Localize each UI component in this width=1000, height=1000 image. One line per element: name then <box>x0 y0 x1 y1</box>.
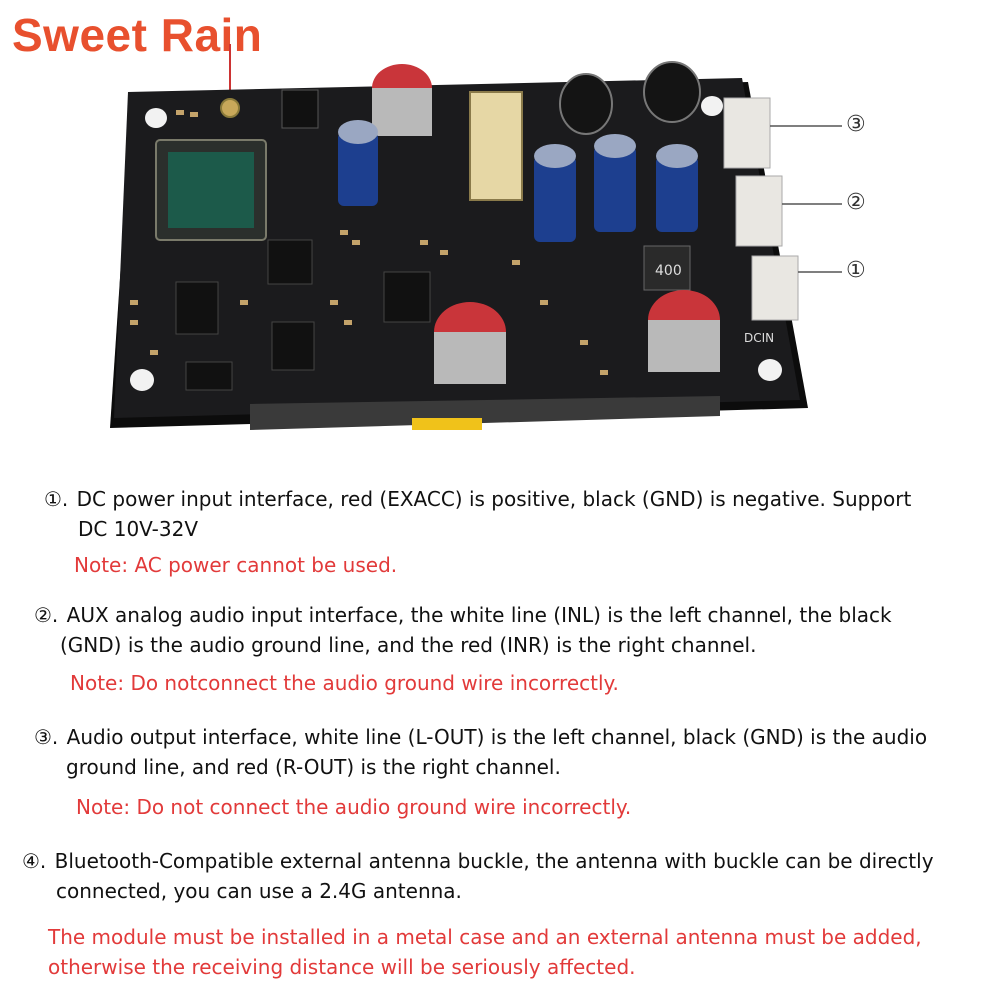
capacitor-blue <box>338 132 378 206</box>
item-text-line2: (GND) is the audio ground line, and the … <box>60 633 757 657</box>
capacitor-blue <box>656 156 698 232</box>
ic-chip <box>185 361 233 391</box>
item-number: ④. <box>22 849 47 873</box>
mount-hole <box>145 108 167 128</box>
item-text-line1: AUX analog audio input interface, the wh… <box>66 603 892 627</box>
item-audio-output: ③. Audio output interface, white line (L… <box>34 722 1000 782</box>
item-number: ①. <box>44 487 69 511</box>
pcb-bottom-tab <box>412 418 482 430</box>
product-photo: 400 DCIN <box>0 0 1000 470</box>
brand-title: Sweet Rain <box>12 9 263 61</box>
item-text-line1: Audio output interface, white line (L-OU… <box>66 725 928 749</box>
item-text-line1: DC power input interface, red (EXACC) is… <box>76 487 912 511</box>
item-dc-power: ①. DC power input interface, red (EXACC)… <box>44 484 994 544</box>
capacitor-blue-top <box>656 144 698 168</box>
connector-audio-out <box>723 97 771 169</box>
inductor <box>643 245 691 291</box>
item-text-line1: Bluetooth-Compatible external antenna bu… <box>54 849 934 873</box>
ic-chip <box>175 281 219 335</box>
capacitor-red-body <box>648 320 720 372</box>
final-note: The module must be installed in a metal … <box>48 922 998 982</box>
dcin-label: DCIN <box>744 331 774 345</box>
ic-chip <box>271 321 315 371</box>
item-text-line2: connected, you can use a 2.4G antenna. <box>56 879 462 903</box>
connector-aux-in <box>735 175 783 247</box>
final-note-line2: otherwise the receiving distance will be… <box>48 955 636 979</box>
pcb-illustration: 400 DCIN <box>110 44 842 430</box>
pcb-bottom-strip <box>250 396 720 430</box>
item-text-line2: DC 10V-32V <box>78 517 199 541</box>
inductor-label: 400 <box>655 263 682 279</box>
item-number: ③. <box>34 725 59 749</box>
item-aux-input: ②. AUX analog audio input interface, the… <box>34 600 994 660</box>
smd-components <box>130 110 608 375</box>
capacitor-black <box>643 61 701 123</box>
capacitor-blue <box>594 146 636 232</box>
ic-chip <box>267 239 313 285</box>
note-dc-power: Note: AC power cannot be used. <box>74 553 398 577</box>
capacitor-blue-top <box>338 120 378 144</box>
antenna-connector <box>220 98 240 118</box>
mount-hole <box>130 369 154 391</box>
capacitor-blue <box>534 156 576 242</box>
capacitor-black <box>559 73 613 135</box>
item-antenna: ④. Bluetooth-Compatible external antenna… <box>22 846 1000 906</box>
callout-2: ② <box>846 190 866 215</box>
item-text-line2: ground line, and red (R-OUT) is the righ… <box>66 755 561 779</box>
capacitor-blue-top <box>594 134 636 158</box>
ic-chip <box>383 271 431 323</box>
note-aux-input: Note: Do notconnect the audio ground wir… <box>70 671 619 695</box>
capacitor-red-body <box>434 332 506 384</box>
final-note-line1: The module must be installed in a metal … <box>48 925 922 949</box>
callout-1: ① <box>846 258 866 283</box>
relay <box>469 91 523 201</box>
callout-3: ③ <box>846 112 866 137</box>
regulator-chip <box>281 89 319 129</box>
bluetooth-module-shield <box>168 152 254 228</box>
capacitor-red-body <box>372 88 432 136</box>
mount-hole <box>758 359 782 381</box>
connector-dc-in <box>751 255 799 321</box>
item-number: ②. <box>34 603 59 627</box>
capacitor-blue-top <box>534 144 576 168</box>
mount-hole <box>701 96 723 116</box>
note-audio-output: Note: Do not connect the audio ground wi… <box>76 795 632 819</box>
